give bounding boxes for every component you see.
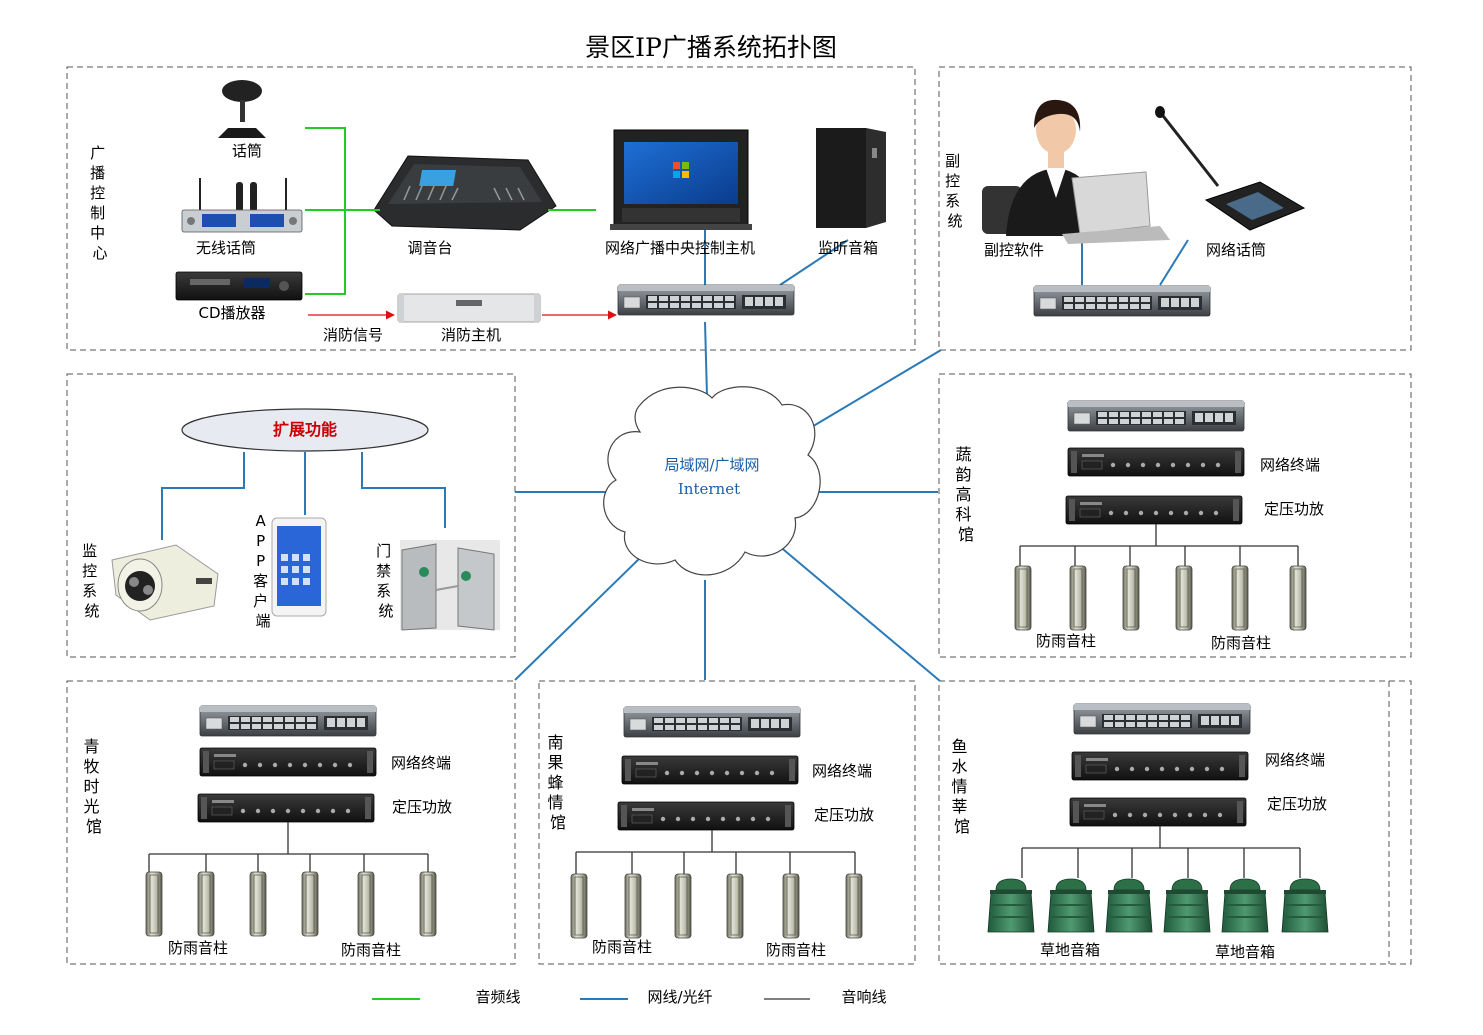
sub-control-label: 副 控 系 统 [945,152,965,230]
desk-mic-icon [218,80,266,138]
venue-1-speaker-label-b: 防雨音柱 [1211,634,1271,652]
network-links [514,225,1189,682]
venue-3-speaker-label-b: 防雨音柱 [766,941,826,959]
venue-2-box [66,680,516,965]
venue-3-amp-label: 定压功放 [814,806,874,824]
monitor-speaker-icon [816,128,886,228]
venue-4-amp-label: 定压功放 [1267,795,1327,813]
main-switch-icon [617,284,795,316]
venue-2-speaker-label-b: 防雨音柱 [341,941,401,959]
venue-2-amp-label: 定压功放 [392,798,452,816]
tablet-icon [271,517,327,617]
monitor-speaker-label: 监听音箱 [818,239,878,257]
operator-icon [982,99,1170,244]
fire-host-icon [397,293,541,323]
extension-functions: 扩展功能 监 控 系 统 A P P 客 户 端 [82,408,500,631]
host-label: 网络广播中央控制主机 [605,239,755,257]
venue-1-label: 蔬 韵 高 科 馆 [955,445,976,544]
venue-1-box [938,373,1412,658]
legend-audio-label: 音频线 [475,988,520,1006]
control-center-label: 广 播 控 制 中 心 [90,144,110,262]
venue-3-label: 南 果 蜂 情 馆 [547,733,568,832]
venue-3-terminal-label: 网络终端 [812,762,872,780]
net-mic-label: 网络话筒 [1206,241,1266,259]
venue-2-label: 青 牧 时 光 馆 [83,737,104,836]
venue-2: 青 牧 时 光 馆 网络终端 定压功放 防雨音柱 防雨音柱 [83,705,452,959]
venue-1-terminal-label: 网络终端 [1260,456,1320,474]
venue-1-amp-label: 定压功放 [1264,500,1324,518]
wireless-mic-label: 无线话筒 [196,239,256,257]
fire-host-label: 消防主机 [441,326,501,344]
cloud-label-lan: 局域网/广域网 [664,456,759,474]
mic-label: 话筒 [232,142,262,160]
cloud-internet: 局域网/广域网 Internet [603,386,821,576]
extension-title: 扩展功能 [273,420,337,439]
diagram-title: 景区IP广播系统拓扑图 [585,33,837,62]
venue-4-speaker-label-b: 草地音箱 [1215,943,1275,961]
sub-control: 副 控 系 统 副控软件 网络话筒 [945,99,1306,317]
mixer-icon [373,155,557,231]
sub-control-box [938,66,1412,351]
extension-box [66,373,516,658]
cd-player-icon [175,271,303,301]
host-computer-icon [610,129,752,230]
venue-4: 鱼 水 情 莘 馆 网络终端 定压功放 草地音箱 草地音箱 [951,703,1329,961]
venue-1: 蔬 韵 高 科 馆 网络终端 定压功放 防雨音柱 防雨音柱 [955,400,1324,652]
gate-label: 门 禁 系 统 [376,542,396,620]
venue-2-terminal-label: 网络终端 [391,754,451,772]
legend-network-label: 网线/光纤 [647,988,712,1006]
app-label: A P P 客 户 端 [253,512,273,630]
venue-4-box [938,680,1412,965]
venue-2-speaker-label-a: 防雨音柱 [168,939,228,957]
cd-player-label: CD播放器 [198,304,265,322]
gate-icon [400,540,500,631]
fire-signal-label: 消防信号 [323,326,383,344]
venue-1-speaker-label-a: 防雨音柱 [1036,632,1096,650]
cloud-label-internet: Internet [678,480,740,498]
sub-software-label: 副控软件 [984,241,1044,259]
control-center-box [66,66,916,351]
venue-4-label: 鱼 水 情 莘 馆 [951,737,972,836]
venue-3: 南 果 蜂 情 馆 网络终端 定压功放 防雨音柱 防雨音柱 [547,706,874,959]
mixer-label: 调音台 [407,239,452,257]
venue-4-speaker-label-a: 草地音箱 [1040,941,1100,959]
wireless-mic-icon [181,178,303,233]
sub-switch-icon [1033,285,1211,317]
venue-4-terminal-label: 网络终端 [1265,751,1325,769]
venue-3-speaker-label-a: 防雨音柱 [592,938,652,956]
camera-icon [111,544,219,621]
surveillance-label: 监 控 系 统 [82,542,102,620]
legend-speaker-label: 音响线 [841,988,886,1006]
control-center: 广 播 控 制 中 心 话筒 无线话筒 [90,80,886,344]
legend: 音频线 网线/光纤 音响线 [372,988,887,1006]
network-mic-icon [1155,106,1306,231]
